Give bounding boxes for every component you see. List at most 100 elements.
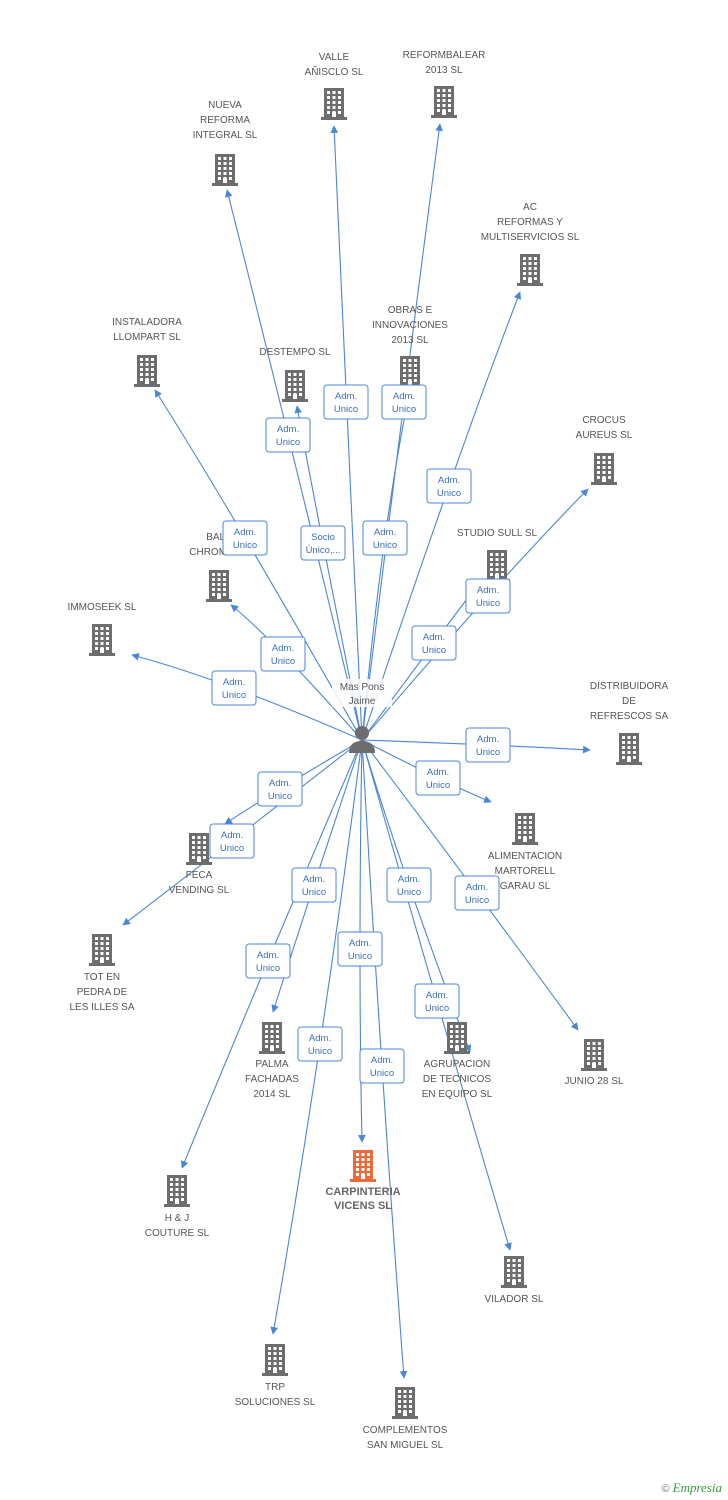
edge-label-complementos[interactable]: Adm.Unico bbox=[359, 1048, 405, 1084]
edge-label-text: Adm.Unico bbox=[268, 778, 292, 802]
building-icon bbox=[89, 624, 115, 656]
footer: © Empresia bbox=[661, 1480, 722, 1496]
edge-instaladora bbox=[154, 389, 363, 741]
edge-label-text: Adm.Unico bbox=[256, 950, 280, 974]
edge-label-immoseek[interactable]: Adm.Unico bbox=[211, 670, 257, 706]
edge-label-vilador[interactable]: Adm.Unico bbox=[414, 983, 460, 1019]
edge-label-feca[interactable]: Adm.Unico bbox=[257, 771, 303, 807]
edge-label-studio[interactable]: Adm.Unico bbox=[411, 625, 457, 661]
edge-label-bale[interactable]: Adm.Unico bbox=[260, 636, 306, 672]
edge-label-text: Adm.Unico bbox=[220, 830, 244, 854]
building-icon bbox=[517, 254, 543, 286]
company-label: DESTEMPO SL bbox=[259, 347, 331, 358]
edge-valle bbox=[330, 125, 363, 741]
edge-label-ac[interactable]: Adm.Unico bbox=[426, 468, 472, 504]
edge-label-text: Adm.Unico bbox=[465, 882, 489, 906]
edge-label-instaladora[interactable]: Adm.Unico bbox=[222, 520, 268, 556]
edge-label-text: Adm.Unico bbox=[222, 677, 246, 701]
edge-label-carpinteria[interactable]: Adm.Unico bbox=[337, 931, 383, 967]
edge-label-tot[interactable]: Adm.Unico bbox=[209, 823, 255, 859]
edge-label-text: Adm.Unico bbox=[425, 990, 449, 1014]
edge-label-obras[interactable]: Adm.Unico bbox=[362, 520, 408, 556]
edge-label-nueva[interactable]: Adm.Unico bbox=[265, 417, 311, 453]
building-icon bbox=[501, 1256, 527, 1288]
company-label: STUDIO SULL SL bbox=[457, 528, 538, 539]
company-node-immoseek[interactable]: IMMOSEEK SL bbox=[68, 602, 137, 656]
edge-label-distribuidora[interactable]: Adm.Unico bbox=[465, 727, 511, 763]
edge-label-agrupacion[interactable]: Adm.Unico bbox=[386, 867, 432, 903]
edge-label-junio[interactable]: Adm.Unico bbox=[454, 875, 500, 911]
person-icon bbox=[349, 726, 375, 753]
edge-label-text: Adm.Unico bbox=[276, 424, 300, 448]
building-icon bbox=[212, 154, 238, 186]
edge-label-text: Adm.Unico bbox=[334, 391, 358, 415]
edge-label-trp[interactable]: Adm.Unico bbox=[297, 1026, 343, 1062]
edge-label-crocus[interactable]: Adm.Unico bbox=[465, 578, 511, 614]
building-icon bbox=[164, 1175, 190, 1207]
edge-label-palma[interactable]: Adm.Unico bbox=[291, 867, 337, 903]
edge-studio bbox=[361, 590, 474, 741]
edge-ac bbox=[361, 291, 522, 741]
company-node-vilador[interactable]: VILADOR SL bbox=[485, 1256, 544, 1305]
edge-label-text: Adm.Unico bbox=[373, 527, 397, 551]
edge-label-text: Adm.Unico bbox=[392, 391, 416, 415]
building-icon bbox=[282, 370, 308, 402]
company-node-junio[interactable]: JUNIO 28 SL bbox=[565, 1039, 624, 1087]
edge-label-text: Adm.Unico bbox=[422, 632, 446, 656]
company-node-destempo[interactable]: DESTEMPO SL bbox=[259, 347, 331, 402]
brand-logo[interactable]: Empresia bbox=[672, 1480, 722, 1495]
copyright-symbol: © bbox=[661, 1483, 670, 1495]
building-icon bbox=[397, 356, 423, 388]
edge-label-alimentacion[interactable]: Adm.Unico bbox=[415, 760, 461, 796]
building-icon bbox=[134, 355, 160, 387]
edge-label-text: Adm.Unico bbox=[302, 874, 326, 898]
edge-label-reformbalear[interactable]: Adm.Unico bbox=[381, 384, 427, 420]
building-icon bbox=[591, 453, 617, 485]
building-icon bbox=[512, 813, 538, 845]
building-icon bbox=[259, 1022, 285, 1054]
building-icon bbox=[581, 1039, 607, 1071]
edge-label-valle[interactable]: Adm.Unico bbox=[323, 384, 369, 420]
building-icon bbox=[262, 1344, 288, 1376]
building-icon bbox=[444, 1022, 470, 1054]
edge-label-text: Adm.Unico bbox=[426, 767, 450, 791]
edge-label-hj[interactable]: Adm.Unico bbox=[245, 943, 291, 979]
building-icon bbox=[392, 1387, 418, 1419]
